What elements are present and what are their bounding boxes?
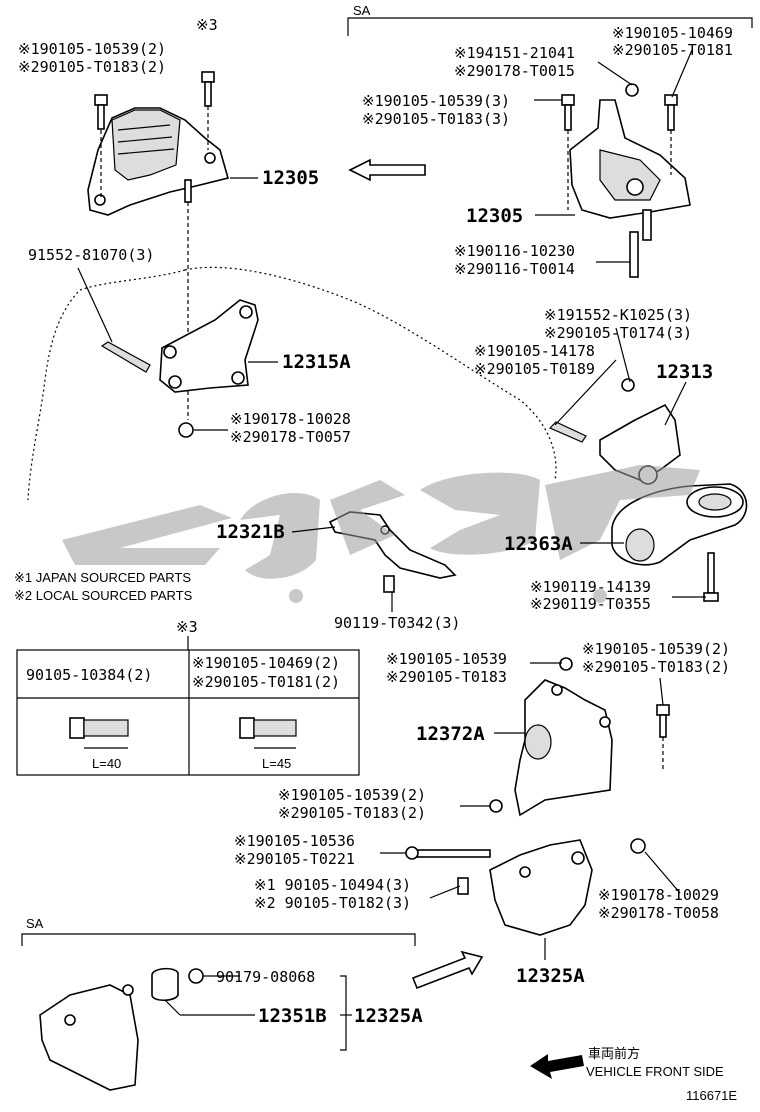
table-col2-part2: ※290105-T0181(2) xyxy=(192,673,340,691)
torque-rod-12363A xyxy=(611,483,748,602)
bracket-12315A xyxy=(100,299,259,438)
engine-mount-12305-left xyxy=(87,71,229,216)
sa-bracket-bottom: SA xyxy=(21,916,416,946)
label-m4-2: ※290105-T0221 xyxy=(234,850,355,868)
label-m6-1: ※190178-10029 xyxy=(598,886,719,904)
label-12363A: 12363A xyxy=(504,533,573,555)
label-tl-ref: ※3 xyxy=(196,16,218,34)
label-90119a-2: ※290119-T0355 xyxy=(530,595,651,613)
diagram-id: 116671E xyxy=(686,1088,737,1103)
label-m5-1: ※1 90105-10494(3) xyxy=(254,876,411,894)
sa-label-bottom: SA xyxy=(26,916,44,931)
watermark xyxy=(62,465,700,603)
label-90105-14178-2: ※290105-T0189 xyxy=(474,360,595,378)
label-sa-r2-1: ※194151-21041 xyxy=(454,44,575,62)
label-sa-r1-1: ※190105-10469 xyxy=(612,24,733,42)
label-m1-1: ※190105-10539 xyxy=(386,650,507,668)
label-12313: 12313 xyxy=(656,361,713,383)
fastener-table xyxy=(16,636,360,776)
label-91552k-2: ※290105-T0174(3) xyxy=(544,324,692,342)
arrow-left xyxy=(348,158,426,182)
label-front-en: VEHICLE FRONT SIDE xyxy=(586,1064,724,1079)
sa-label-top: SA xyxy=(353,3,371,18)
label-12325A-right: 12325A xyxy=(516,965,585,987)
table-col1-len: L=40 xyxy=(92,756,121,771)
engine-outline xyxy=(27,266,557,501)
label-91552k-1: ※191552-K1025(3) xyxy=(544,306,692,324)
bracket-12325A xyxy=(405,838,646,936)
label-sa-r1-2: ※290105-T0181 xyxy=(612,41,733,59)
label-12305-left: 12305 xyxy=(262,167,319,189)
label-90105-14178-1: ※190105-14178 xyxy=(474,342,595,360)
engine-mount-12305-right xyxy=(561,83,691,278)
vehicle-front-arrow xyxy=(530,1054,584,1079)
label-91552: 91552-81070(3) xyxy=(28,246,154,264)
label-90178a-1: ※190178-10028 xyxy=(230,410,351,428)
table-col2-len: L=45 xyxy=(262,756,291,771)
label-m6-2: ※290178-T0058 xyxy=(598,904,719,922)
legend-note1: ※1 JAPAN SOURCED PARTS xyxy=(14,570,191,585)
label-90119b: 90119-T0342(3) xyxy=(334,614,460,632)
sa-bracket-top: SA xyxy=(347,3,753,36)
label-m3-1: ※190105-10539(2) xyxy=(278,786,426,804)
label-m4-1: ※190105-10536 xyxy=(234,832,355,850)
label-90119a-1: ※190119-14139 xyxy=(530,578,651,596)
label-90178a-2: ※290178-T0057 xyxy=(230,428,351,446)
label-m3-2: ※290105-T0183(2) xyxy=(278,804,426,822)
label-sa-r2-2: ※290178-T0015 xyxy=(454,62,575,80)
labels: ※190105-10539(2) ※290105-T0183(2) ※3 123… xyxy=(14,16,737,1103)
label-sa-r3-1: ※190105-10539(3) xyxy=(362,92,510,110)
bracket-12351B xyxy=(39,967,204,1091)
label-12305-right: 12305 xyxy=(466,205,523,227)
table-col1-part: 90105-10384(2) xyxy=(26,666,152,684)
leader-lines xyxy=(77,49,706,1051)
label-sa-r4-1: ※190116-10230 xyxy=(454,242,575,260)
label-90179: 90179-08068 xyxy=(216,968,315,986)
label-12351B: 12351B xyxy=(258,1005,327,1027)
table-col2-part1: ※190105-10469(2) xyxy=(192,654,340,672)
arrow-up-right xyxy=(411,950,484,990)
label-12315A: 12315A xyxy=(282,351,351,373)
label-12372A: 12372A xyxy=(416,723,485,745)
label-m2-2: ※290105-T0183(2) xyxy=(582,658,730,676)
label-12325A-bottom: 12325A xyxy=(354,1005,423,1027)
label-front-jp: 車両前方 xyxy=(588,1046,640,1061)
label-m2-1: ※190105-10539(2) xyxy=(582,640,730,658)
label-12321B: 12321B xyxy=(216,521,285,543)
label-sa-r4-2: ※290116-T0014 xyxy=(454,260,575,278)
label-sa-r3-2: ※290105-T0183(3) xyxy=(362,110,510,128)
label-mid-ref: ※3 xyxy=(176,618,198,636)
label-m5-2: ※2 90105-T0182(3) xyxy=(254,894,411,912)
engine-mount-12372A xyxy=(489,657,670,817)
label-tl-2: ※290105-T0183(2) xyxy=(18,58,166,76)
label-m1-2: ※290105-T0183 xyxy=(386,668,507,686)
label-tl-1: ※190105-10539(2) xyxy=(18,40,166,58)
legend-note2: ※2 LOCAL SOURCED PARTS xyxy=(14,588,193,603)
bracket-12313 xyxy=(548,378,681,485)
